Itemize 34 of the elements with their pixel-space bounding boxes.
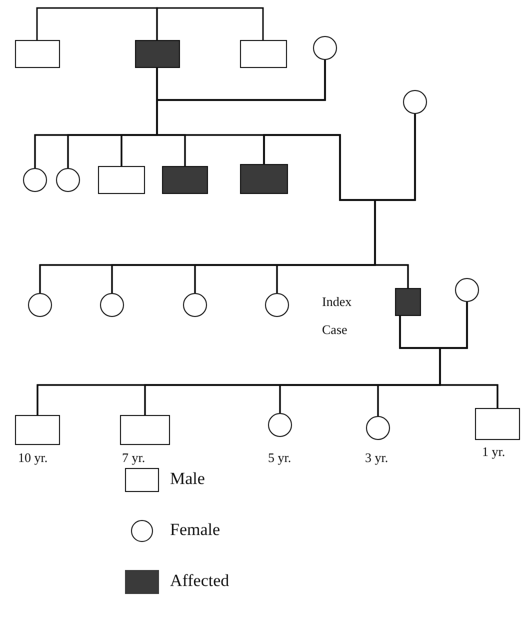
pedigree-line <box>439 302 498 408</box>
female-symbol <box>268 413 292 437</box>
male-symbol <box>98 166 145 194</box>
index-case-label: Index Case <box>322 293 353 339</box>
pedigree-line <box>374 114 416 288</box>
male-symbol <box>120 415 170 445</box>
female-symbol <box>183 293 207 317</box>
female-symbol <box>313 36 337 60</box>
legend-label: Male <box>170 469 205 489</box>
female-symbol <box>265 293 289 317</box>
female-symbol <box>28 293 52 317</box>
age-label: 10 yr. <box>18 450 48 466</box>
legend-label: Affected <box>170 571 230 591</box>
affected-male-symbol <box>162 166 208 194</box>
female-symbol <box>23 168 47 192</box>
age-label: 3 yr. <box>365 450 388 466</box>
pedigree-line <box>36 7 158 40</box>
age-label: 1 yr. <box>482 444 506 460</box>
affected-male-symbol <box>395 288 421 316</box>
male-symbol <box>15 40 60 68</box>
female-symbol <box>455 278 479 302</box>
age-label: 7 yr. <box>122 450 146 466</box>
male-symbol <box>240 40 287 68</box>
female-symbol <box>403 90 427 114</box>
affected-male-symbol <box>135 40 180 68</box>
female-symbol <box>56 168 80 192</box>
legend-label: Female <box>170 520 220 540</box>
age-label: 5 yr. <box>268 450 292 466</box>
female-symbol <box>100 293 124 317</box>
pedigree-line <box>156 7 264 40</box>
male-symbol <box>15 415 60 445</box>
female-symbol <box>366 416 390 440</box>
male-symbol <box>475 408 520 440</box>
affected-male-symbol <box>240 164 288 194</box>
